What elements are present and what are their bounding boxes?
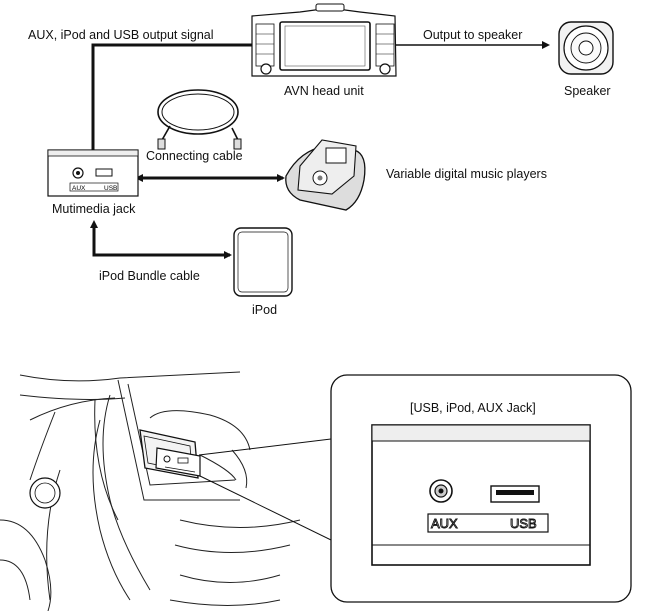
label-multimedia-jack: Mutimedia jack xyxy=(52,202,136,216)
aux-jack-icon xyxy=(429,479,453,503)
arrow-jack-to-ipod xyxy=(90,220,232,259)
label-speaker: Speaker xyxy=(564,84,611,98)
signal-line-jack-to-head-unit xyxy=(91,43,258,150)
large-usb-text: USB xyxy=(510,516,537,531)
ipod-icon xyxy=(233,227,293,297)
usb-port-icon xyxy=(490,485,540,503)
large-aux-text: AUX xyxy=(431,516,458,531)
label-output-to-speaker: Output to speaker xyxy=(423,28,523,42)
avn-head-unit-icon xyxy=(251,3,397,77)
label-avn-head-unit: AVN head unit xyxy=(284,84,364,98)
cable-icon xyxy=(157,89,242,150)
label-aux-ipod-usb-signal: AUX, iPod and USB output signal xyxy=(28,28,214,42)
jack-label-strip xyxy=(427,513,549,533)
music-player-icon xyxy=(285,139,366,211)
console-jack-detail xyxy=(155,447,201,477)
speaker-icon xyxy=(558,21,614,75)
multimedia-jack-icon: AUX USB xyxy=(47,149,139,197)
small-aux-text: AUX xyxy=(72,185,86,192)
label-variable-players: Variable digital music players xyxy=(386,167,547,181)
small-usb-text: USB xyxy=(104,185,117,192)
label-connecting-cable: Connecting cable xyxy=(146,149,243,163)
gear-knob-icon xyxy=(29,477,61,509)
callout-title: [USB, iPod, AUX Jack] xyxy=(410,401,536,415)
large-jack-panel: AUX USB xyxy=(371,424,591,566)
label-ipod-bundle-cable: iPod Bundle cable xyxy=(99,269,200,283)
label-ipod: iPod xyxy=(252,303,278,317)
